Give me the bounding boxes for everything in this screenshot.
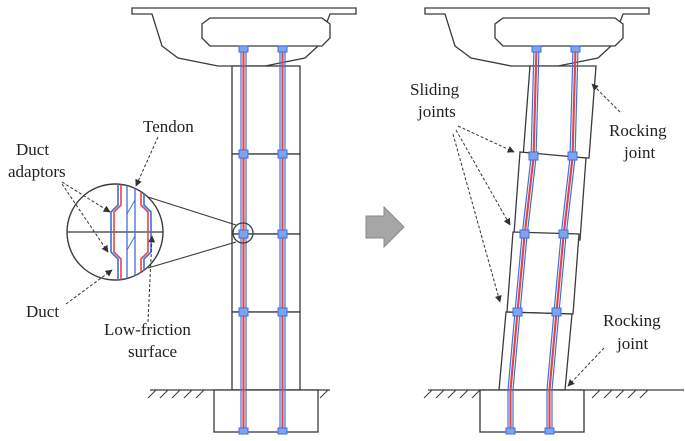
zoom-leader-top — [147, 196, 237, 226]
zoom-detail — [66, 183, 164, 281]
label-duct: Duct — [26, 302, 59, 321]
label-rocking-joint-bottom-line1: Rocking — [603, 311, 661, 330]
label-rocking-joint-bottom-line2: joint — [616, 334, 648, 353]
right-footing — [479, 389, 585, 433]
label-duct-adaptors-line1: Duct — [16, 140, 49, 159]
left-segment-3 — [231, 233, 301, 313]
left-duct-adaptors — [238, 45, 288, 435]
left-deck-cell — [201, 17, 331, 47]
label-duct-adaptors-line2: adaptors — [8, 162, 66, 181]
left-callout-arrows — [61, 136, 159, 323]
right-column-segments — [498, 65, 597, 391]
label-low-friction-line2: surface — [128, 342, 177, 361]
left-column-segments — [231, 65, 301, 391]
right-duct-adaptors — [505, 45, 581, 435]
left-segment-2 — [231, 153, 301, 235]
left-joint-highlight-circle — [232, 222, 254, 244]
left-tendons — [240, 48, 286, 432]
label-rocking-joint-top-line2: joint — [623, 143, 655, 162]
left-footing — [213, 389, 319, 433]
left-ground-hatch — [147, 389, 329, 399]
label-low-friction-line1: Low-friction — [104, 320, 191, 339]
right-ground-hatch — [423, 389, 649, 399]
label-rocking-joint-top-line1: Rocking — [609, 121, 667, 140]
label-sliding-joints-line2: joints — [417, 102, 456, 121]
right-segment-4 — [498, 311, 573, 391]
right-tendons — [507, 47, 579, 432]
label-sliding-joints-line1: Sliding — [410, 80, 460, 99]
left-segment-4 — [231, 311, 301, 391]
zoom-leader-bottom — [147, 241, 237, 269]
right-column-assembly — [423, 7, 684, 435]
right-arrow-icon — [365, 205, 405, 249]
label-tendon: Tendon — [143, 117, 194, 136]
left-segment-1 — [231, 65, 301, 155]
left-column-assembly — [131, 7, 357, 435]
right-callout-arrows — [452, 83, 621, 387]
right-deck-cell — [494, 17, 624, 47]
